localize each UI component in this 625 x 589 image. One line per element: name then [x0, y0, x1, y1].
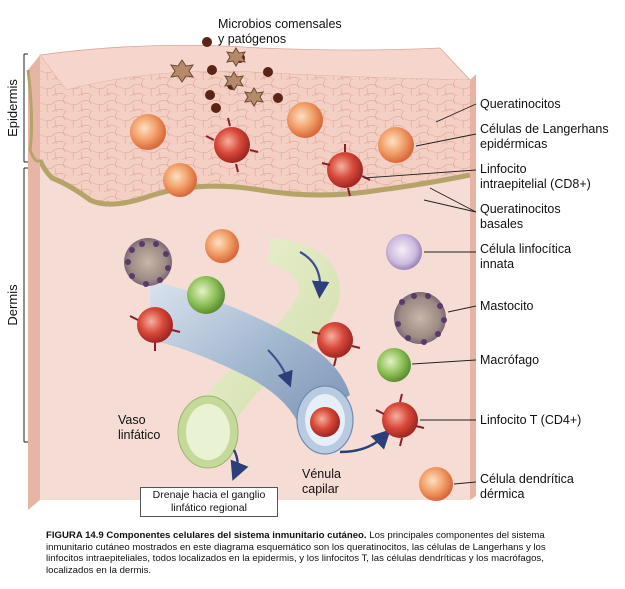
lymphocyte-cell — [327, 152, 363, 188]
lymph-flow-arrow — [299, 251, 330, 299]
mast-cell — [124, 238, 172, 286]
extravasation-arrow — [339, 429, 391, 454]
label-macrophage: Macrófago — [480, 353, 539, 367]
label-epidermis: Epidermis — [5, 79, 20, 137]
label-drainage: Drenaje hacia el ganglio linfático regio… — [152, 489, 266, 514]
layer-brackets — [23, 53, 28, 443]
langerhans-cell — [130, 114, 166, 150]
label-microbes-2: y patógenos — [218, 32, 286, 46]
dermal-dendritic-cell — [419, 467, 453, 501]
label-microbes-1: Microbios comensales — [218, 17, 342, 31]
label-ilc-1: Célula linfocítica — [480, 242, 571, 256]
t-cell — [137, 307, 173, 343]
label-ilc-2: innata — [480, 257, 514, 271]
drainage-arrow — [230, 449, 249, 481]
t-cell — [310, 407, 340, 437]
langerhans-cell — [378, 127, 414, 163]
label-tcell: Linfocito T (CD4+) — [480, 413, 581, 427]
label-lymph-vessel-2: linfático — [118, 428, 160, 442]
label-venule-2: capilar — [302, 482, 339, 496]
label-keratinocytes: Queratinocitos — [480, 97, 561, 111]
macrophages — [187, 276, 411, 382]
block-right-side — [470, 74, 476, 500]
venule-flow-arrow — [267, 349, 293, 388]
macrophage-cell — [187, 276, 225, 314]
label-iel-1: Linfocito — [480, 162, 527, 176]
t-cell — [382, 402, 418, 438]
mast-cell — [394, 292, 446, 344]
caption-body: Los principales componentes del sistema … — [46, 530, 546, 576]
label-dermis: Dermis — [5, 284, 20, 326]
caption-title: FIGURA 14.9 Componentes celulares del si… — [46, 530, 367, 541]
label-venule-1: Vénula — [302, 467, 341, 481]
innate-lymphoid-cell — [386, 234, 422, 270]
microbes — [169, 37, 283, 113]
lymphocyte-cell — [214, 127, 250, 163]
label-lymph-vessel-1: Vaso — [118, 413, 146, 427]
mast-cells — [124, 238, 447, 345]
label-mast: Mastocito — [480, 299, 534, 313]
label-langerhans-2: epidérmicas — [480, 137, 547, 151]
drainage-box: Drenaje hacia el ganglio linfático regio… — [140, 487, 278, 517]
label-basal-2: basales — [480, 217, 523, 231]
intraepithelial-lymphocytes — [129, 117, 425, 447]
langerhans-cell — [287, 102, 323, 138]
label-basal-1: Queratinocitos — [480, 202, 561, 216]
label-iel-2: intraepitelial (CD8+) — [480, 177, 591, 191]
dermal-dendritic-cell — [205, 229, 239, 263]
figure-caption: FIGURA 14.9 Componentes celulares del si… — [46, 530, 566, 576]
block-left-side — [28, 55, 40, 510]
leader-lines — [363, 103, 477, 485]
label-ddc-2: dérmica — [480, 487, 525, 501]
macrophage-cell — [377, 348, 411, 382]
capillary-venule — [150, 280, 350, 428]
langerhans-cell — [163, 163, 197, 197]
label-ddc-1: Célula dendrítica — [480, 472, 574, 486]
label-langerhans-1: Células de Langerhans — [480, 122, 609, 136]
t-cell — [317, 322, 353, 358]
keratinocyte-orange-cells — [130, 102, 453, 501]
